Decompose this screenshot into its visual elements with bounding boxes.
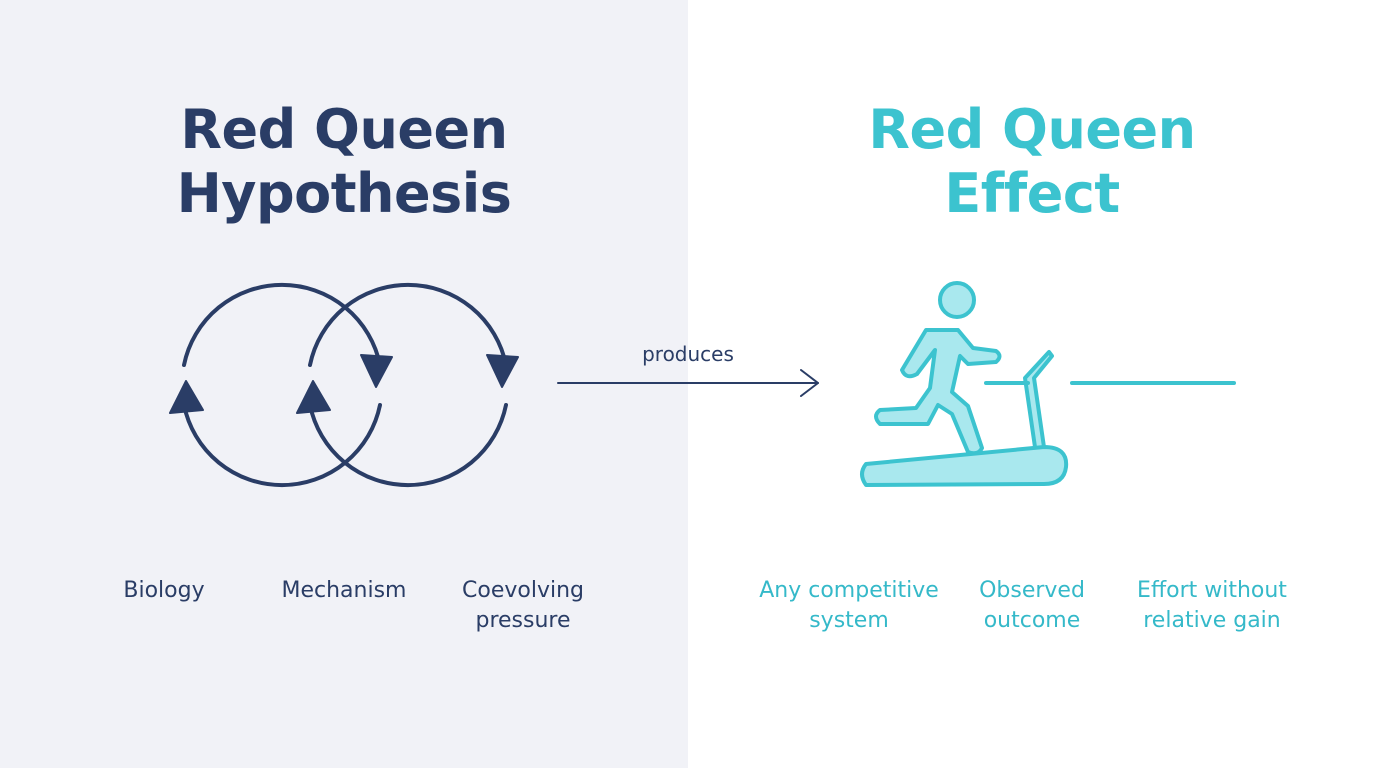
label-biology: Biology: [123, 578, 205, 603]
effect-title-line1: Red Queen: [868, 98, 1196, 161]
cycle-right-arc-lower: [308, 403, 508, 488]
effect-title: Red Queen Effect: [782, 98, 1282, 226]
arrowhead-mid-down: [360, 354, 393, 388]
coevolution-cycles-icon: [182, 282, 508, 488]
label-any-competitive-system: Any competitive system: [759, 578, 939, 633]
runner-head: [938, 281, 976, 319]
hypothesis-title-line2: Hypothesis: [176, 162, 512, 225]
hypothesis-title-line1: Red Queen: [180, 98, 508, 161]
cycle-left-arc-upper: [182, 282, 382, 367]
label-effort-without-relative-gain: Effort without relative gain: [1137, 578, 1287, 633]
produces-arrow: [557, 369, 819, 397]
label-mechanism: Mechanism: [281, 578, 407, 603]
effect-title-line2: Effect: [944, 162, 1120, 225]
cycle-right-arc-upper: [308, 282, 508, 367]
arrowhead-right-down: [486, 354, 519, 388]
arrowhead-mid-up: [296, 380, 331, 414]
treadmill-deck: [860, 445, 1069, 487]
cycle-left-arc-lower: [182, 403, 382, 488]
label-observed-outcome: Observed outcome: [979, 578, 1085, 633]
arrowhead-left-up: [169, 380, 204, 414]
treadmill-upright: [1023, 350, 1054, 456]
hypothesis-title: Red Queen Hypothesis: [94, 98, 594, 226]
label-coevolving-pressure: Coevolving pressure: [462, 578, 584, 633]
produces-label: produces: [642, 342, 734, 366]
treadmill-runner-icon: [860, 281, 1069, 487]
runner-body: [874, 328, 1002, 456]
cycle-arrowheads: [169, 354, 519, 414]
